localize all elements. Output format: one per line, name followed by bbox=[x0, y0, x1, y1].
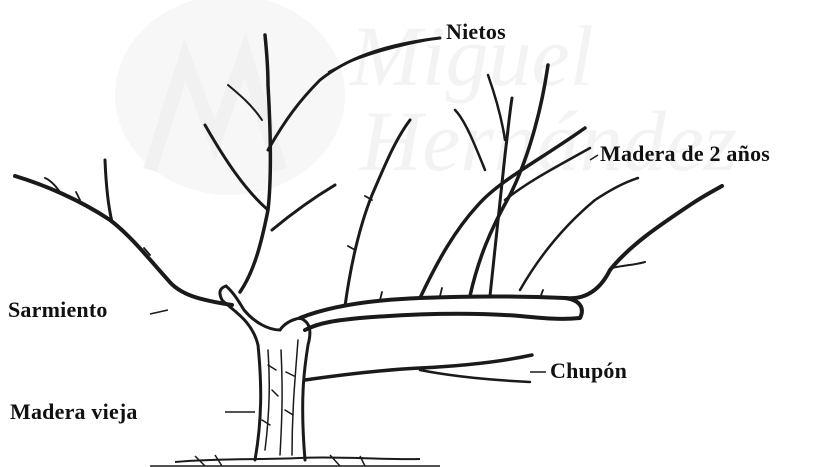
label-nietos: Nietos bbox=[446, 19, 506, 45]
ground bbox=[150, 455, 440, 466]
trunk bbox=[220, 286, 310, 460]
label-madera-2-anos: Madera de 2 años bbox=[600, 141, 770, 167]
label-chupon: Chupón bbox=[550, 358, 627, 384]
label-sarmiento: Sarmiento bbox=[8, 297, 108, 323]
leader-sarmiento bbox=[150, 310, 168, 314]
label-madera-vieja: Madera vieja bbox=[10, 399, 138, 425]
